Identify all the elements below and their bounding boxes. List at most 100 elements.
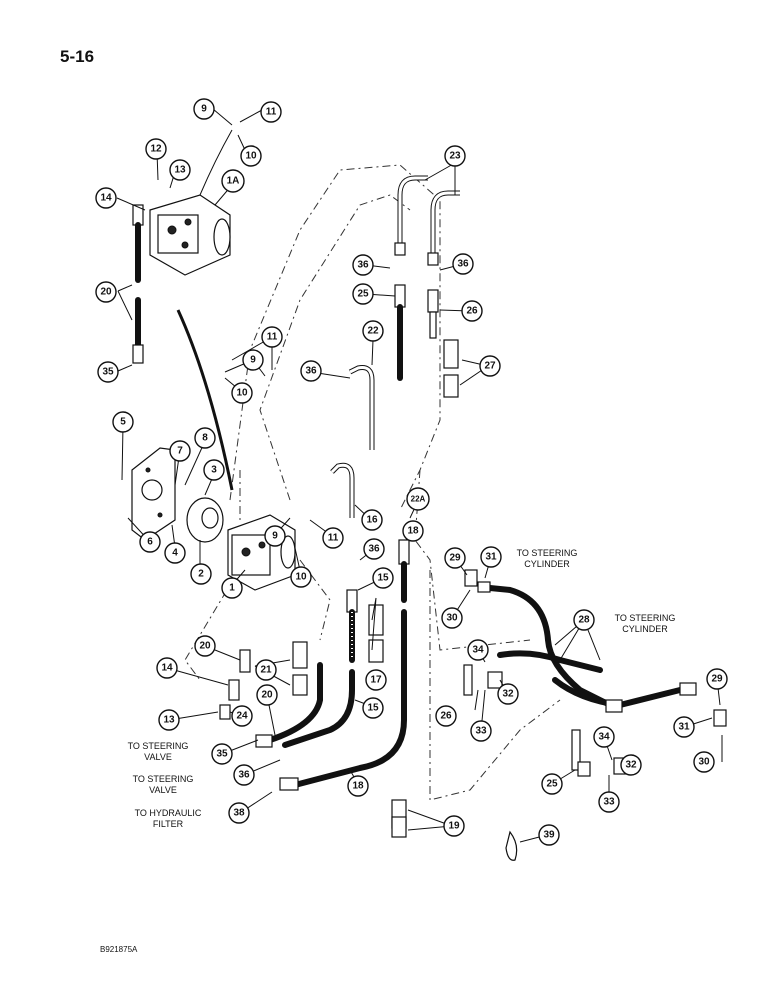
tube-22 — [348, 365, 375, 450]
callout: 25 — [541, 773, 563, 795]
callout: 14 — [156, 657, 178, 679]
callout-number: 10 — [245, 151, 257, 162]
callout: 24 — [231, 705, 253, 727]
callout: 17 — [365, 669, 387, 691]
callout: 6 — [139, 531, 161, 553]
callout-number: 20 — [261, 690, 273, 701]
callout-number: 13 — [174, 165, 186, 176]
callout-number: 20 — [199, 641, 211, 652]
callout-number: 14 — [100, 193, 112, 204]
callout: 12 — [145, 138, 167, 160]
callout-number: 24 — [236, 711, 248, 722]
callout-number: 29 — [449, 553, 461, 564]
hose-20-lower — [239, 649, 323, 748]
callout: 4 — [164, 542, 186, 564]
callout: 5 — [112, 411, 134, 433]
hose-26-upper — [427, 289, 439, 339]
callout: 13 — [158, 709, 180, 731]
callout-number: 30 — [446, 613, 458, 624]
callout: 34 — [593, 726, 615, 748]
callout-number: 36 — [238, 770, 250, 781]
callout-number: 39 — [543, 830, 555, 841]
callout: 38 — [228, 802, 250, 824]
callout: 32 — [497, 683, 519, 705]
callout-number: 30 — [698, 757, 710, 768]
callout-number: 6 — [147, 537, 153, 548]
callout: 15 — [372, 567, 394, 589]
callout-number: 14 — [161, 663, 173, 674]
callout: 26 — [435, 705, 457, 727]
callout-number: 31 — [485, 552, 497, 563]
callout-number: 32 — [502, 689, 514, 700]
callout-number: 36 — [457, 259, 469, 270]
callout: 13 — [169, 159, 191, 181]
clip-39 — [505, 830, 518, 861]
callout-number: 15 — [367, 703, 379, 714]
callout-number: 9 — [250, 355, 256, 366]
callout-number: 38 — [233, 808, 245, 819]
callout-number: 19 — [448, 821, 460, 832]
callout-number: 7 — [177, 446, 183, 457]
callout-number: 29 — [711, 674, 723, 685]
sleeves-19 — [391, 799, 407, 838]
callout-number: 22A — [411, 495, 426, 504]
callout: 22 — [362, 320, 384, 342]
figure-code: B921875A — [100, 945, 138, 954]
callout-number: 23 — [449, 151, 461, 162]
callout: 9 — [193, 98, 215, 120]
callout-number: 15 — [377, 573, 389, 584]
callout: 20 — [256, 684, 278, 706]
callout: 28 — [573, 609, 595, 631]
callout: 21 — [255, 659, 277, 681]
upper-hose-20 — [132, 204, 144, 364]
frame-outline — [184, 164, 561, 801]
callout: 1 — [221, 577, 243, 599]
callout: 34 — [467, 639, 489, 661]
callout-number: 1A — [227, 176, 240, 187]
callout: 8 — [194, 427, 216, 449]
callout-number: 21 — [260, 665, 272, 676]
callout-number: 11 — [328, 533, 339, 544]
callout: 26 — [461, 300, 483, 322]
coupling — [186, 497, 224, 543]
callout-number: 31 — [678, 722, 690, 733]
note-steering-valve-2: TO STEERING VALVE — [132, 774, 194, 795]
callout: 33 — [470, 720, 492, 742]
callout-number: 11 — [266, 107, 277, 118]
callout: 29 — [444, 547, 466, 569]
callout: 35 — [211, 743, 233, 765]
sleeves-17 — [368, 604, 384, 663]
callout-number: 10 — [295, 572, 307, 583]
callout: 36 — [233, 764, 255, 786]
callout-number: 28 — [578, 615, 590, 626]
callout: 2 — [190, 563, 212, 585]
callout: 39 — [538, 824, 560, 846]
hose-15 — [282, 589, 358, 748]
tubes-23 — [394, 175, 460, 266]
right-fittings — [463, 569, 727, 777]
callout: 9 — [242, 349, 264, 371]
callout: 15 — [362, 697, 384, 719]
callout: 9 — [264, 525, 286, 547]
callout-number: 4 — [172, 548, 178, 559]
callout-number: 5 — [120, 417, 126, 428]
assembly-arrow — [176, 309, 234, 491]
callout: 30 — [693, 751, 715, 773]
callout: 18 — [347, 775, 369, 797]
note-steering-cylinder-1: TO STEERING CYLINDER — [516, 548, 578, 569]
callout-number: 2 — [198, 569, 204, 580]
callout: 23 — [444, 145, 466, 167]
callout: 18 — [402, 520, 424, 542]
callout-number: 36 — [357, 260, 369, 271]
callout: 10 — [231, 382, 253, 404]
callout: 3 — [203, 459, 225, 481]
callout: 27 — [479, 355, 501, 377]
callout-number: 9 — [272, 531, 278, 542]
callout-number: 8 — [202, 433, 208, 444]
callout-number: 13 — [163, 715, 175, 726]
callout-number: 33 — [475, 726, 487, 737]
callout: 30 — [441, 607, 463, 629]
page-number: 5-16 — [60, 47, 95, 66]
callout: 11 — [261, 326, 283, 348]
callout: 20 — [194, 635, 216, 657]
